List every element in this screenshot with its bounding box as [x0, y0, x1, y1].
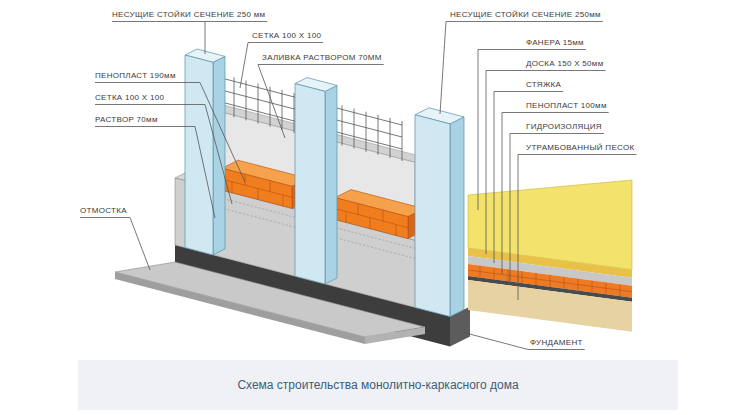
column-front — [415, 115, 450, 317]
rebar — [258, 84, 259, 124]
leader-line — [95, 104, 205, 105]
leader-line — [240, 43, 248, 89]
leader-line — [462, 332, 528, 350]
columns — [185, 49, 464, 317]
foam-joint — [283, 195, 284, 206]
foam-joint — [358, 204, 359, 215]
rebar — [234, 77, 235, 117]
foam-joint — [620, 284, 621, 296]
column-front — [295, 84, 325, 284]
leader-line — [248, 42, 323, 43]
callout-label: ФУНДАМЕНТ — [530, 338, 583, 348]
column-side — [325, 85, 337, 284]
leader-line — [130, 218, 150, 271]
caption-bar: Схема строительства монолитно-каркасного… — [78, 360, 678, 410]
foam-joint — [222, 179, 292, 197]
foam-joint — [258, 189, 259, 200]
callout-label: ОТМОСТКА — [80, 206, 127, 216]
callout-label: НЕСУЩИЕ СТОЙКИ СЕЧЕНИЕ 250мм — [450, 10, 601, 20]
callout-label: ПЕНОПЛАСТ 190мм — [95, 71, 176, 81]
foam-joint — [536, 273, 537, 285]
leader-line — [478, 49, 586, 50]
caption: Схема строительства монолитно-каркасного… — [237, 378, 518, 392]
callout-label: ДОСКА 150 Х 50мм — [526, 59, 603, 69]
rebar — [354, 109, 355, 149]
foam-joint — [480, 266, 481, 278]
leader-line — [95, 82, 200, 83]
foam-joint — [346, 212, 347, 223]
rebar — [246, 81, 247, 121]
foam-joint — [592, 280, 593, 292]
column-front — [185, 55, 213, 255]
foam-joint — [578, 279, 579, 291]
callout-label: ПЕНОПЛАСТ 100мм — [526, 101, 607, 111]
leader-line — [112, 21, 267, 22]
callout-label: ГИДРОИЗОЛЯЦИЯ — [526, 122, 602, 132]
leader-line — [510, 133, 604, 134]
callout-label: РАСТВОР 70мм — [95, 115, 158, 125]
foam-joint — [335, 209, 408, 228]
foam-joint — [270, 181, 271, 192]
foam-front — [335, 198, 408, 239]
foam-joint — [522, 271, 523, 283]
rebar — [402, 121, 403, 161]
leader-line — [440, 22, 446, 115]
rebar — [378, 115, 379, 155]
foam-joint — [245, 174, 246, 185]
leader-line — [486, 71, 487, 255]
foam-joint — [606, 282, 607, 294]
leader-line — [494, 92, 495, 264]
column-side — [450, 117, 464, 317]
leader-line — [80, 217, 130, 218]
leader-line — [478, 50, 479, 211]
callout-label: СЕТКА 100 Х 100 — [95, 93, 164, 103]
leader-line — [518, 154, 636, 155]
leader-line — [502, 112, 609, 113]
blind-area-side — [365, 327, 425, 344]
foam-joint — [383, 210, 384, 221]
rebar — [366, 112, 367, 152]
callout-label: СЕТКА 100 Х 100 — [252, 31, 321, 41]
callout-label: УТРАМБОВАННЫЙ ПЕСОК — [526, 143, 634, 153]
callout-label: НЕСУЩИЕ СТОЙКИ СЕЧЕНИЕ 250 мм — [112, 10, 265, 20]
foam-joint — [370, 218, 371, 229]
rebar — [282, 90, 283, 130]
foam-joint — [232, 182, 233, 193]
leader-line — [486, 70, 605, 71]
foam-joint — [508, 269, 509, 281]
rebar — [390, 118, 391, 158]
foam-joint — [564, 277, 565, 289]
leader-line — [258, 64, 384, 65]
rebar — [294, 93, 295, 133]
leader-line — [502, 113, 503, 275]
callout-label: ФАНЕРА 15мм — [526, 38, 584, 48]
foam-joint — [550, 275, 551, 287]
foam-joint — [494, 267, 495, 279]
rebar — [270, 87, 271, 127]
leader-line — [494, 91, 563, 92]
callout-label: СТЯЖКА — [526, 80, 561, 90]
floor-layers — [468, 180, 632, 332]
foam-joint — [396, 225, 397, 236]
leader-line — [205, 22, 206, 55]
leader-line — [528, 349, 585, 350]
leader-line — [195, 127, 215, 219]
leader-line — [518, 155, 519, 301]
leader-line — [510, 134, 511, 284]
leader-line — [95, 126, 195, 127]
foam-front — [222, 168, 292, 208]
leader-line — [258, 65, 285, 139]
leader-line — [446, 21, 603, 22]
callout-label: ЗАЛИВКА РАСТВОРОМ 70ММ — [262, 53, 382, 63]
sand-layer — [468, 280, 632, 332]
rebar — [342, 105, 343, 145]
leader-line — [200, 83, 245, 183]
